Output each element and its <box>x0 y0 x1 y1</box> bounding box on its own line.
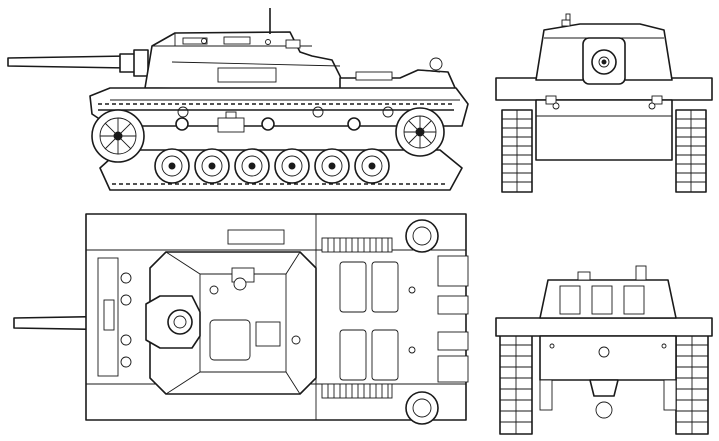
side-casemate <box>144 31 346 91</box>
deck-grille-2 <box>321 383 393 399</box>
side-engine-deck <box>339 57 457 91</box>
side-view <box>7 8 469 191</box>
hatch-4 <box>371 329 399 381</box>
side-idler-wheel <box>395 107 445 157</box>
top-view <box>13 213 469 425</box>
hatch-2 <box>371 261 399 313</box>
road-wheel-2 <box>194 148 230 184</box>
rear-right-track <box>675 333 709 435</box>
top-casemate-roof <box>149 251 317 395</box>
front-hull <box>535 95 673 161</box>
road-wheel-3 <box>234 148 270 184</box>
top-gun-mantlet <box>145 295 201 349</box>
side-drive-sprocket <box>91 109 145 163</box>
hatch-1 <box>339 261 367 313</box>
top-front-plate <box>227 229 285 245</box>
front-left-track <box>501 109 533 193</box>
road-wheel-6 <box>354 148 390 184</box>
side-road-wheels <box>154 148 390 184</box>
top-rear-wheels <box>405 219 469 425</box>
rear-superstructure <box>539 265 677 319</box>
hatch-3 <box>339 329 367 381</box>
side-hull <box>89 87 469 133</box>
rear-view <box>495 265 713 435</box>
side-gun-barrel <box>7 49 149 77</box>
side-return-rollers <box>175 117 361 131</box>
front-right-track <box>675 109 707 193</box>
road-wheel-4 <box>274 148 310 184</box>
rear-left-track <box>499 333 533 435</box>
rear-hull-plate <box>539 335 677 419</box>
top-left-fender <box>97 257 132 377</box>
rear-fenders <box>495 317 713 337</box>
front-gun-mantlet <box>582 37 626 85</box>
top-engine-deck <box>321 237 416 399</box>
front-view <box>495 13 713 193</box>
deck-grille-1 <box>321 237 393 253</box>
road-wheel-5 <box>314 148 350 184</box>
road-wheel-1 <box>154 148 190 184</box>
